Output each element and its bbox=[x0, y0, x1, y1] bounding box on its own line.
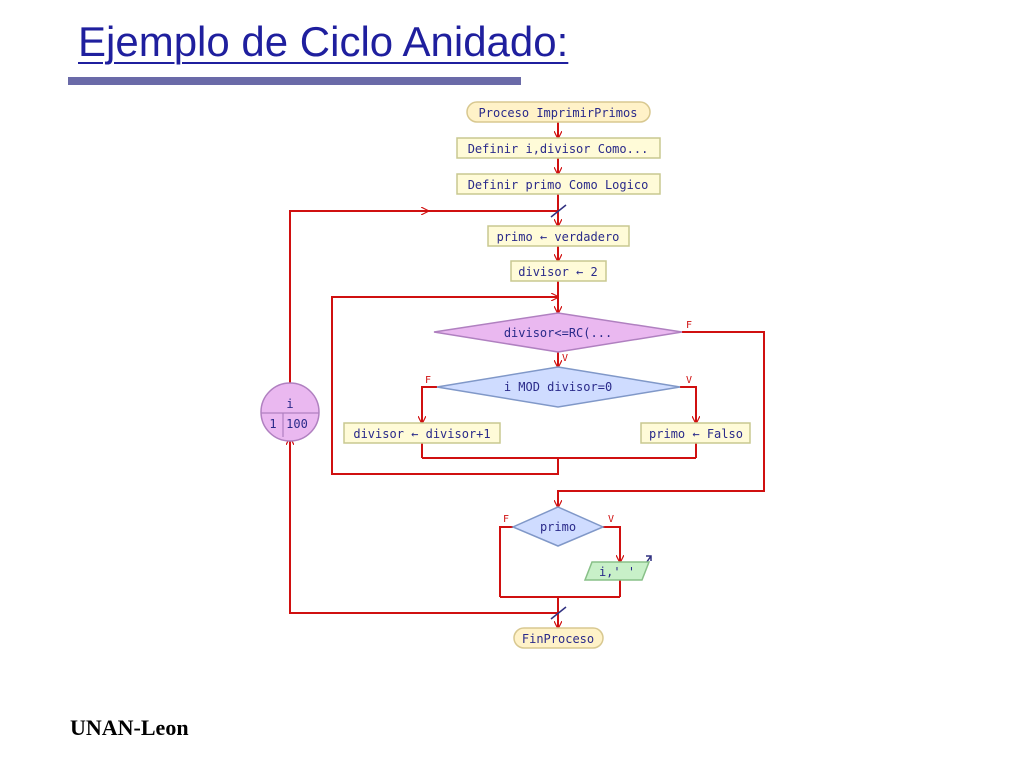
assign-divisor-label: divisor ← 2 bbox=[518, 265, 597, 279]
output-label: i,' ' bbox=[599, 565, 635, 579]
define-box-1: Definir i,divisor Como... bbox=[456, 137, 661, 159]
end-label: FinProceso bbox=[522, 632, 594, 646]
start-terminal: Proceso ImprimirPrimos bbox=[466, 101, 651, 123]
while-label: divisor<=RC(... bbox=[504, 326, 612, 340]
connector-inner-loop-back bbox=[331, 297, 559, 475]
incr-divisor-label: divisor ← divisor+1 bbox=[353, 427, 490, 441]
assign-divisor-box: divisor ← 2 bbox=[510, 260, 607, 282]
primo-decision: primo bbox=[511, 506, 605, 547]
connector-primo-true bbox=[603, 526, 620, 562]
while-false-label: F bbox=[686, 320, 692, 331]
primo-false-label: F bbox=[503, 514, 509, 525]
title-underline-bar bbox=[68, 77, 521, 85]
define2-label: Definir primo Como Logico bbox=[468, 178, 649, 192]
start-label: Proceso ImprimirPrimos bbox=[479, 106, 638, 120]
output-box: i,' ' bbox=[583, 561, 651, 581]
while-decision: divisor<=RC(... bbox=[433, 312, 683, 353]
connector-while-false-exit bbox=[558, 331, 765, 507]
for-loop-node: i 1 100 bbox=[260, 382, 320, 442]
page-title: Ejemplo de Ciclo Anidado: bbox=[78, 18, 569, 65]
loop-tick-top bbox=[550, 204, 567, 218]
assign-primo-label: primo ← verdadero bbox=[497, 230, 620, 244]
end-terminal: FinProceso bbox=[513, 627, 604, 649]
loop-to-label: 100 bbox=[286, 417, 308, 431]
mod-true-label: V bbox=[686, 375, 692, 386]
assign-primo-box: primo ← verdadero bbox=[487, 225, 630, 247]
loop-var-label: i bbox=[286, 397, 293, 411]
define1-label: Definir i,divisor Como... bbox=[468, 142, 649, 156]
define-box-2: Definir primo Como Logico bbox=[456, 173, 661, 195]
mod-decision: i MOD divisor=0 bbox=[436, 366, 681, 408]
connector-mod-false bbox=[422, 386, 437, 423]
connector-mod-true bbox=[680, 386, 696, 423]
footer-institution: UNAN-Leon bbox=[70, 715, 189, 740]
while-true-label: V bbox=[562, 353, 568, 364]
incr-divisor-box: divisor ← divisor+1 bbox=[343, 422, 501, 444]
connector-outer-loop-back bbox=[290, 438, 559, 614]
set-falso-label: primo ← Falso bbox=[649, 427, 743, 441]
connectors bbox=[289, 121, 765, 628]
loop-from-label: 1 bbox=[269, 417, 276, 431]
set-falso-box: primo ← Falso bbox=[640, 422, 751, 444]
mod-false-label: F bbox=[425, 375, 431, 386]
connector-outer-loop-top bbox=[289, 211, 428, 387]
mod-label: i MOD divisor=0 bbox=[504, 380, 612, 394]
primo-true-label: V bbox=[608, 514, 614, 525]
primo-decision-label: primo bbox=[540, 520, 576, 534]
loop-tick-bottom bbox=[550, 606, 567, 620]
connector-primo-false bbox=[499, 526, 513, 563]
